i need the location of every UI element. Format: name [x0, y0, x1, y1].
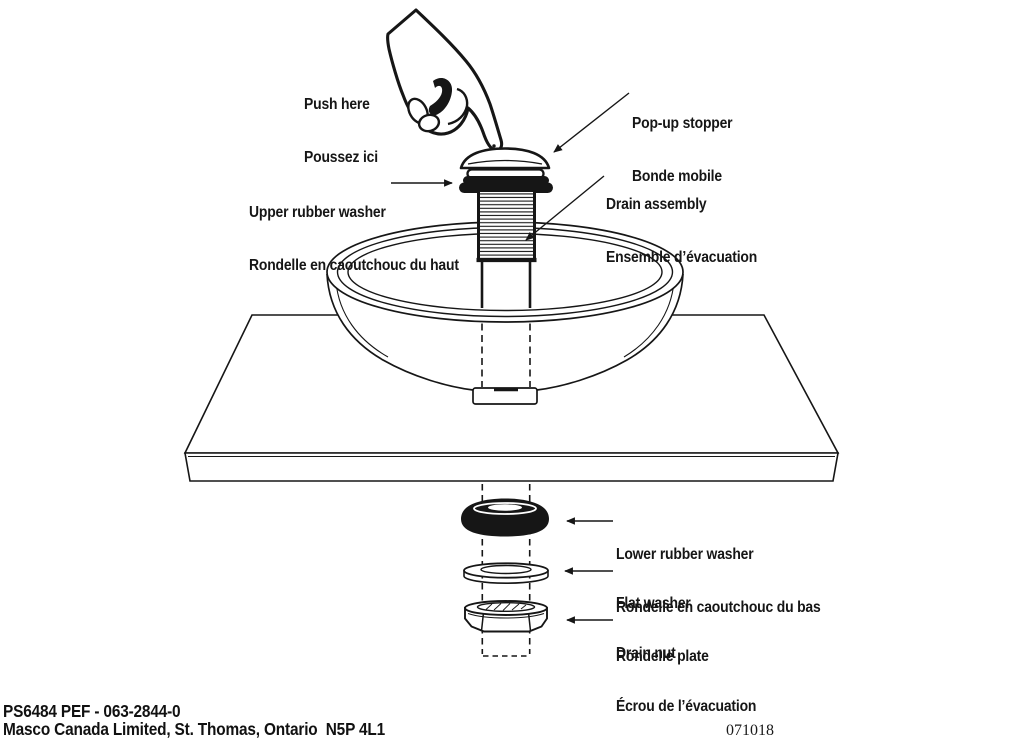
vessel-sink-bowl-drawing — [326, 221, 684, 405]
callout-line-en: Upper rubber washer — [249, 204, 386, 221]
callout-line-fr: Ensemble d’évacuation — [606, 248, 758, 266]
hand-push-illustration — [386, 8, 504, 152]
callout-line-en: Flat washer — [616, 595, 691, 612]
lower-rubber-washer-drawing — [461, 498, 549, 537]
callout-line-en: Drain assembly — [606, 196, 707, 213]
callout-flat-washer: Flat washer Rondelle plate — [616, 560, 709, 700]
flat-washer-drawing — [463, 562, 549, 584]
callout-line-en: Push here — [304, 96, 370, 113]
callout-line-fr: Rondelle plate — [616, 647, 709, 665]
callout-line-fr: Rondelle en caoutchouc du bas — [616, 598, 821, 616]
drain-assembly-leader — [525, 175, 605, 241]
drain-assembly-body-drawing — [476, 189, 537, 263]
callout-line-fr: Poussez ici — [304, 148, 378, 166]
callout-line-fr: Écrou de l’évacuation — [616, 697, 757, 715]
callout-popup-stopper: Pop-up stopper Bonde mobile — [632, 80, 733, 220]
drain-nut-drawing — [464, 600, 548, 633]
bowl-pedestal-drawing — [472, 387, 538, 405]
popup-stopper-drawing — [459, 147, 551, 180]
callout-upper-rubber-washer: Upper rubber washer Rondelle en caoutcho… — [249, 169, 459, 309]
leader-arrows — [391, 92, 630, 624]
footer-document-code: 071018 — [726, 722, 774, 739]
callout-line-fr: Bonde mobile — [632, 167, 722, 185]
popup-stopper-leader — [553, 92, 630, 153]
callout-drain-assembly: Drain assembly Ensemble d’évacuation — [606, 161, 757, 301]
drain-centerline-dashed-upper — [481, 312, 531, 387]
callout-line-en: Pop-up stopper — [632, 115, 733, 132]
callout-lower-rubber-washer: Lower rubber washer Rondelle en caoutcho… — [616, 511, 821, 651]
callout-line-en: Lower rubber washer — [616, 546, 754, 563]
callout-drain-nut: Drain nut Écrou de l’évacuation — [616, 610, 756, 746]
callout-push-here: Push here Poussez ici — [304, 61, 378, 201]
footer-company-address: Masco Canada Limited, St. Thomas, Ontari… — [3, 719, 386, 739]
callout-line-fr: Rondelle en caoutchouc du haut — [249, 256, 459, 274]
callout-line-en: Drain nut — [616, 645, 676, 662]
footer-part-number: PS6484 PEF - 063-2844-0 — [3, 701, 181, 721]
